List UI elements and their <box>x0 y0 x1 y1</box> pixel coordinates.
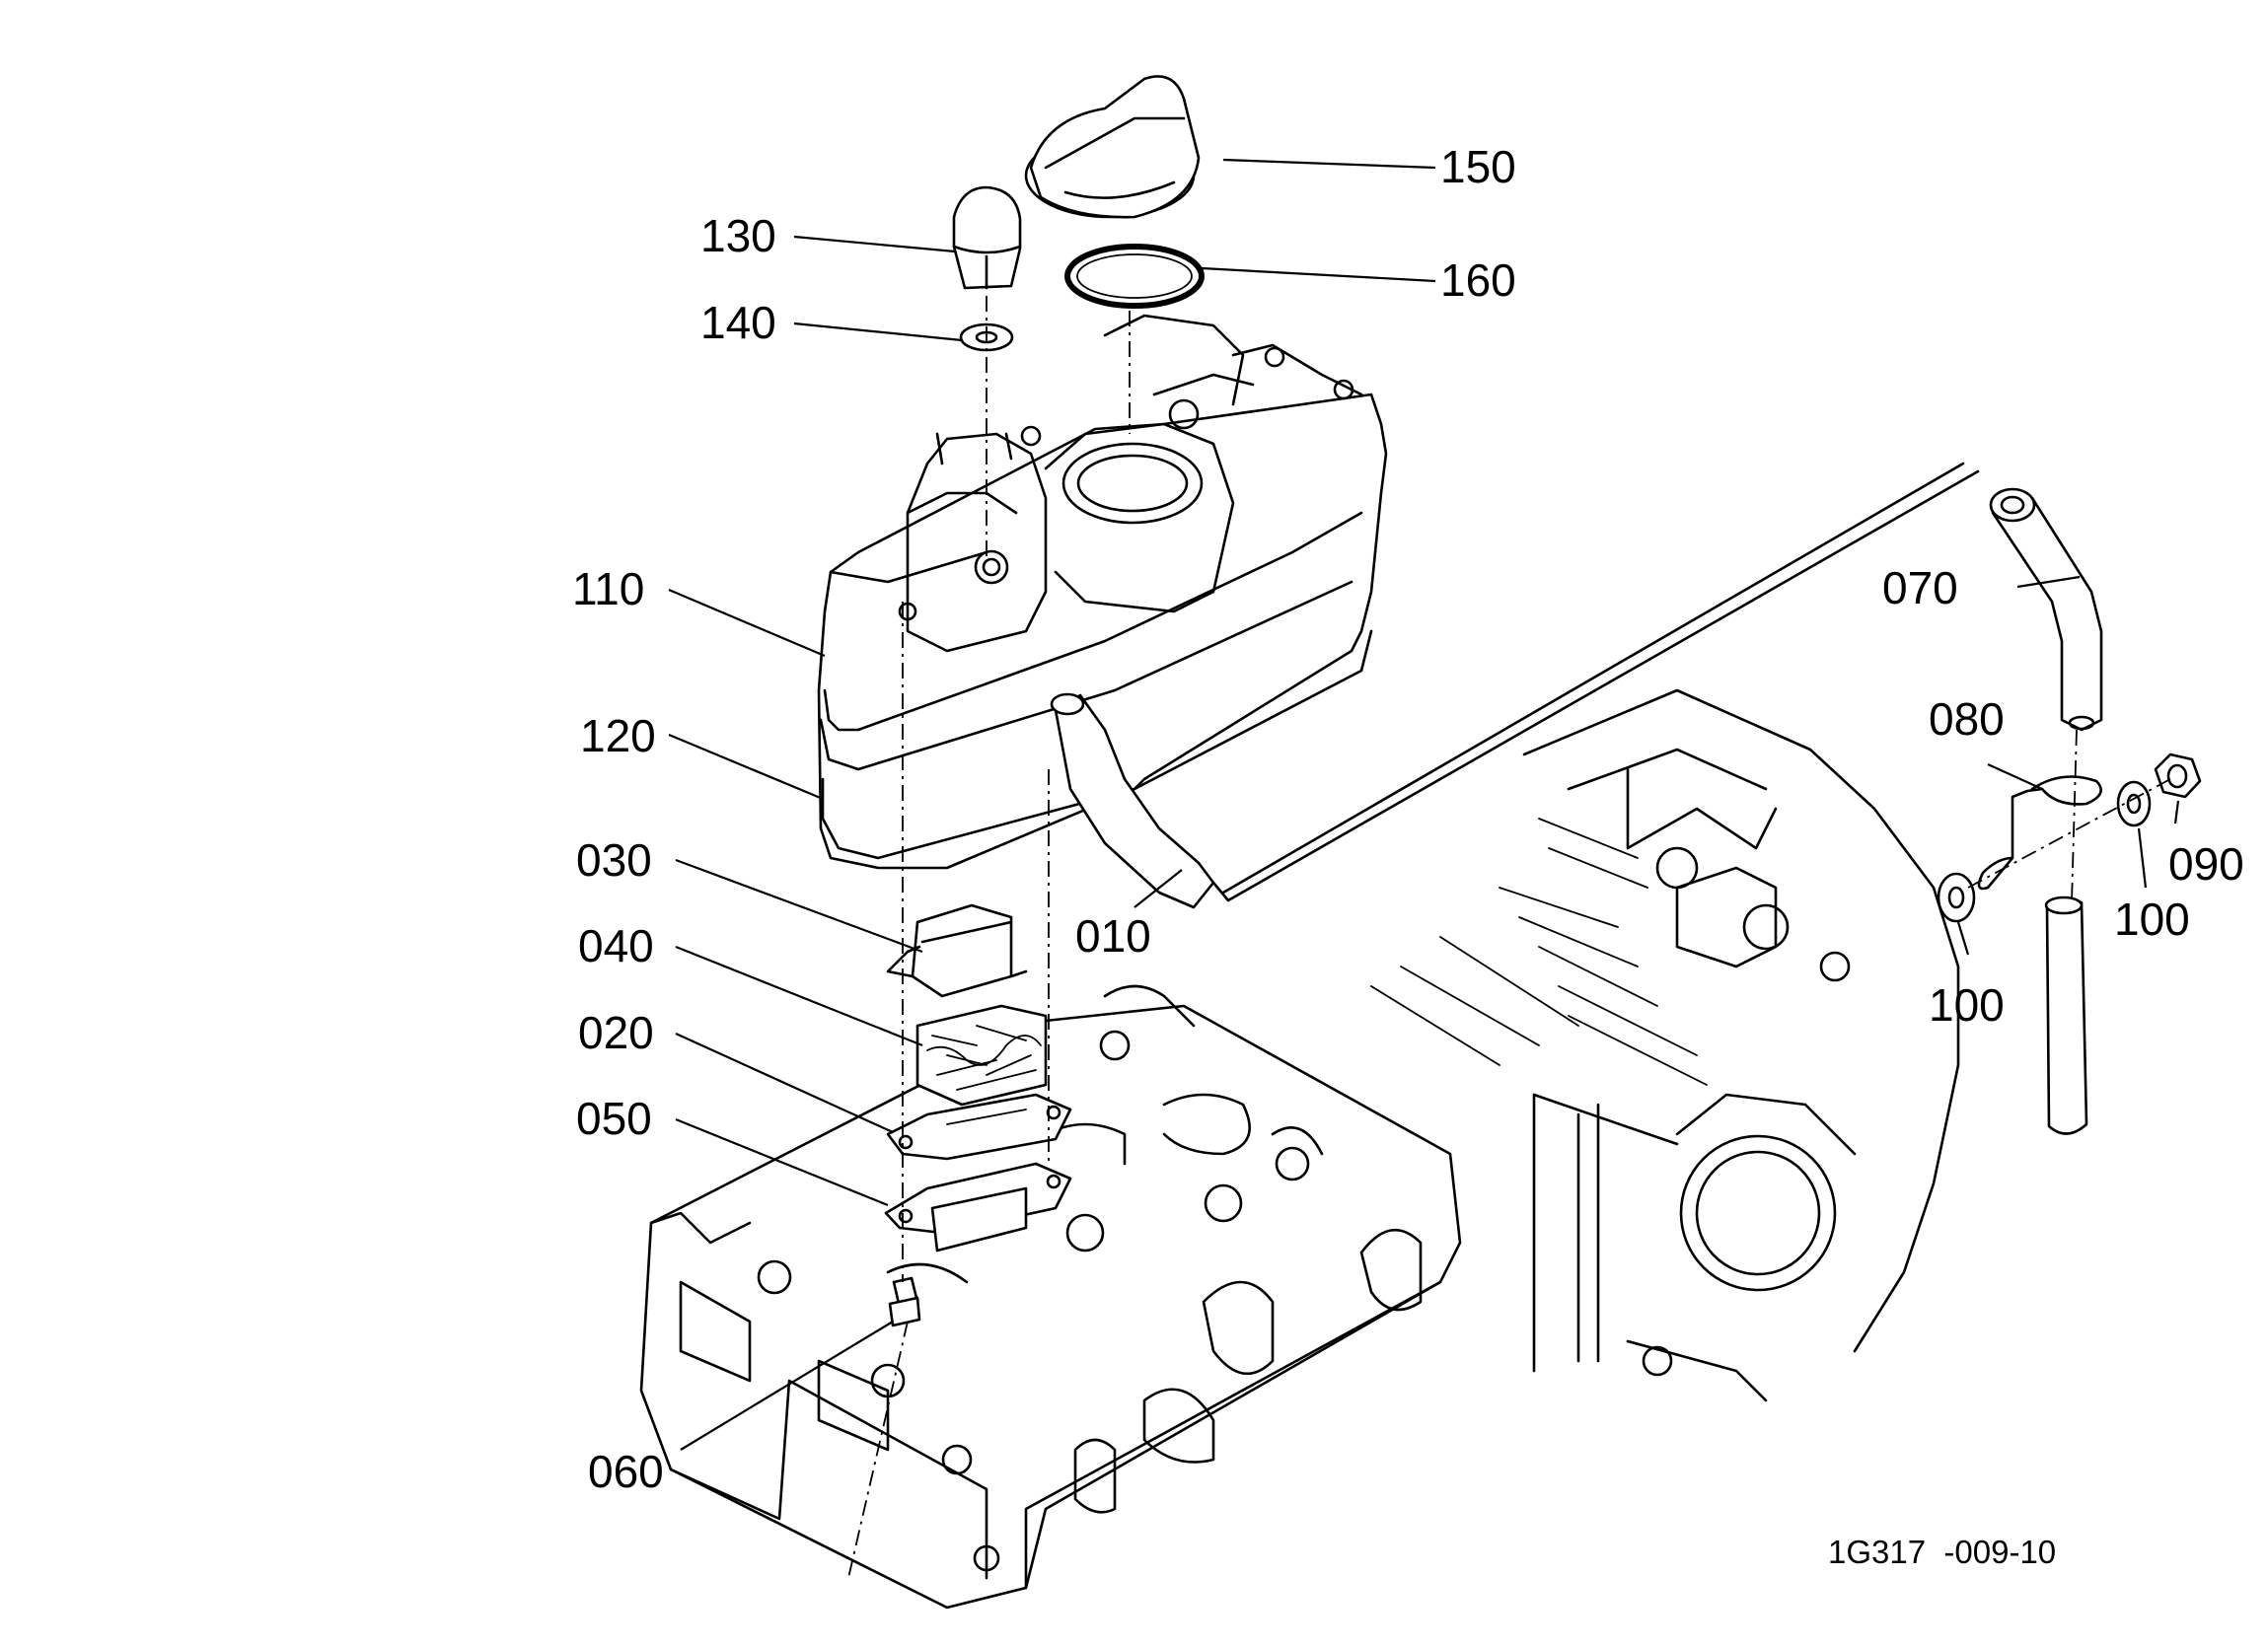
callout-030: 030 <box>576 834 652 886</box>
hose-010 <box>1054 693 1215 909</box>
bolt-060 <box>888 1276 921 1327</box>
callout-020: 020 <box>578 1007 654 1058</box>
callout-010: 010 <box>1075 910 1151 962</box>
oil-filler-cap-150 <box>1024 75 1201 219</box>
breather-plate-020 <box>886 1093 1072 1161</box>
callout-090: 090 <box>2168 838 2244 890</box>
assembly-center-lines <box>847 296 2171 1579</box>
breather-cover-030 <box>886 903 1028 998</box>
callout-130: 130 <box>700 210 776 261</box>
callout-060: 060 <box>588 1446 664 1497</box>
callout-labels: 150 160 130 140 110 120 030 040 020 050 … <box>572 141 2244 1497</box>
callout-160: 160 <box>1440 254 1516 306</box>
callout-100-left: 100 <box>1929 979 2005 1031</box>
rocker-cover-110 <box>817 314 1388 870</box>
washer-100a <box>1937 872 1976 923</box>
leader-lines <box>668 158 2180 1451</box>
callout-110: 110 <box>572 563 644 614</box>
gasket-050 <box>884 1162 1072 1253</box>
gasket-120 <box>821 629 1373 860</box>
callout-050: 050 <box>576 1093 652 1144</box>
pipe-lower <box>2044 895 2088 1135</box>
callout-100-right: 100 <box>2114 894 2190 945</box>
callout-150: 150 <box>1440 141 1516 192</box>
nut-090 <box>2154 752 2202 799</box>
cap-nut-130 <box>952 185 1022 290</box>
callout-140: 140 <box>700 297 776 348</box>
callout-080: 080 <box>1929 693 2005 745</box>
callout-070: 070 <box>1882 562 1958 613</box>
drawing-code: 1G317 -009-10 <box>1828 1534 2056 1570</box>
o-ring-160 <box>1064 244 1205 309</box>
callout-120: 120 <box>580 710 656 761</box>
engine-block-illustration <box>1370 688 1960 1402</box>
breather-hose-070 <box>1989 487 2103 732</box>
mounting-line <box>1211 881 1230 902</box>
cylinder-head-illustration <box>639 984 1462 1610</box>
clamp-080 <box>1977 775 2102 891</box>
hose-070-support-line <box>1221 462 1980 902</box>
breather-element-040 <box>915 1004 1048 1107</box>
hose-010-end <box>1050 692 1085 716</box>
washer-100b <box>2116 780 2152 827</box>
callout-040: 040 <box>578 920 654 971</box>
